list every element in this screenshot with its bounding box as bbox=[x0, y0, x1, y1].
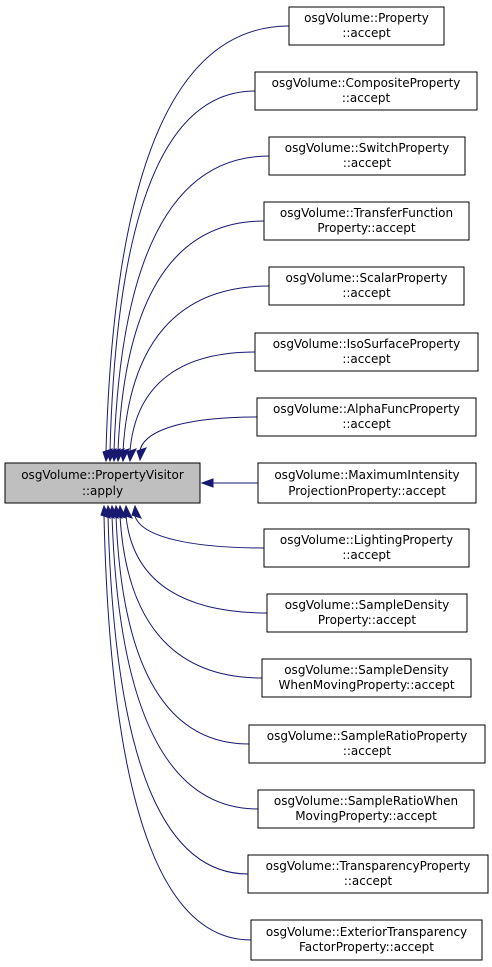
caller-node-box bbox=[261, 658, 472, 698]
focus-node-box bbox=[4, 462, 201, 504]
caller-node-line2: Property::accept bbox=[317, 221, 416, 235]
call-edge bbox=[134, 515, 265, 549]
call-edge bbox=[117, 220, 265, 452]
caller-node[interactable]: osgVolume::MaximumIntensity ProjectionPr… bbox=[257, 462, 477, 504]
caller-node[interactable]: osgVolume::AlphaFuncProperty ::accept bbox=[256, 397, 477, 437]
caller-node-line2: Property::accept bbox=[318, 613, 417, 627]
focus-node-line2: ::apply bbox=[82, 484, 123, 498]
focus-node[interactable]: osgVolume::PropertyVisitor ::apply bbox=[4, 462, 201, 504]
caller-node-line2: ::accept bbox=[342, 91, 391, 105]
caller-node[interactable]: osgVolume::CompositeProperty ::accept bbox=[254, 71, 478, 111]
call-edge bbox=[139, 416, 258, 451]
caller-node-line2: FactorProperty::accept bbox=[299, 940, 434, 954]
caller-node-line1: osgVolume::SampleDensity bbox=[285, 598, 450, 612]
caller-node[interactable]: osgVolume::TransferFunction Property::ac… bbox=[263, 201, 470, 241]
caller-node-line1: osgVolume::ScalarProperty bbox=[286, 271, 448, 285]
call-edge bbox=[122, 285, 270, 452]
call-edge bbox=[105, 25, 290, 452]
caller-node-line2: ::accept bbox=[342, 286, 391, 300]
arrowhead bbox=[122, 504, 133, 519]
caller-node-line2: ::accept bbox=[344, 874, 393, 888]
caller-node-box bbox=[263, 201, 470, 241]
caller-node-box bbox=[254, 332, 479, 372]
caller-node-line1: osgVolume::TransferFunction bbox=[280, 206, 453, 220]
caller-node-line1: osgVolume::SampleDensity bbox=[284, 663, 449, 677]
call-edge bbox=[111, 515, 259, 810]
caller-node-line1: osgVolume::IsoSurfaceProperty bbox=[273, 337, 461, 351]
caller-node-box bbox=[288, 6, 445, 46]
caller-node-line1: osgVolume::CompositeProperty bbox=[272, 76, 461, 90]
caller-node-line2: MovingProperty::accept bbox=[295, 809, 437, 823]
caller-node-line1: osgVolume::SampleRatioProperty bbox=[267, 729, 468, 743]
call-edge bbox=[119, 515, 263, 679]
caller-node-box bbox=[247, 854, 489, 894]
caller-node[interactable]: osgVolume::SampleDensity Property::accep… bbox=[266, 593, 468, 633]
caller-node-line2: ::accept bbox=[343, 156, 392, 170]
caller-node-box bbox=[248, 724, 486, 764]
caller-node-line1: osgVolume::TransparencyProperty bbox=[266, 859, 471, 873]
caller-node-box bbox=[268, 266, 465, 306]
focus-node-line1: osgVolume::PropertyVisitor bbox=[21, 468, 184, 482]
caller-node[interactable]: osgVolume::TransparencyProperty ::accept bbox=[247, 854, 489, 894]
caller-node-line2: ::accept bbox=[343, 744, 392, 758]
caller-node-box bbox=[257, 789, 475, 829]
caller-node-line2: ::accept bbox=[342, 26, 391, 40]
caller-node-line2: ::accept bbox=[342, 417, 391, 431]
call-edge bbox=[109, 90, 256, 452]
arrowhead bbox=[100, 504, 111, 519]
arrowhead bbox=[136, 447, 147, 462]
caller-node-box bbox=[256, 397, 477, 437]
call-edge bbox=[103, 515, 252, 941]
caller-node-line1: osgVolume::Property bbox=[304, 11, 429, 25]
caller-node-line2: ::accept bbox=[342, 352, 391, 366]
arrowhead bbox=[126, 448, 137, 463]
caller-node[interactable]: osgVolume::ExteriorTransparency FactorPr… bbox=[250, 919, 483, 961]
caller-node[interactable]: osgVolume::ScalarProperty ::accept bbox=[268, 266, 465, 306]
caller-node-box bbox=[266, 593, 468, 633]
caller-node[interactable]: osgVolume::SampleRatioProperty ::accept bbox=[248, 724, 486, 764]
call-edge bbox=[115, 515, 250, 745]
edges-layer bbox=[100, 25, 290, 941]
caller-node[interactable]: osgVolume::LightingProperty ::accept bbox=[263, 528, 470, 568]
call-edge bbox=[107, 515, 249, 875]
call-edge bbox=[113, 155, 270, 452]
caller-node-line1: osgVolume::ExteriorTransparency bbox=[266, 925, 467, 939]
caller-node-line2: ProjectionProperty::accept bbox=[288, 484, 446, 498]
caller-node[interactable]: osgVolume::SwitchProperty ::accept bbox=[268, 136, 466, 176]
caller-node-box bbox=[268, 136, 466, 176]
arrowhead bbox=[200, 478, 214, 488]
call-edge bbox=[129, 351, 256, 452]
caller-node-box bbox=[250, 919, 483, 961]
caller-node-line1: osgVolume::LightingProperty bbox=[280, 533, 453, 547]
arrowhead bbox=[131, 504, 142, 519]
caller-node-box bbox=[254, 71, 478, 111]
caller-node-line2: ::accept bbox=[342, 548, 391, 562]
caller-node[interactable]: osgVolume::SampleRatioWhen MovingPropert… bbox=[257, 789, 475, 829]
caller-node-line1: osgVolume::SwitchProperty bbox=[285, 141, 449, 155]
caller-node-box bbox=[263, 528, 470, 568]
call-edge bbox=[125, 515, 268, 614]
caller-node[interactable]: osgVolume::SampleDensity WhenMovingPrope… bbox=[261, 658, 472, 698]
caller-node-line1: osgVolume::AlphaFuncProperty bbox=[273, 402, 460, 416]
caller-node-line1: osgVolume::MaximumIntensity bbox=[274, 468, 459, 482]
caller-node[interactable]: osgVolume::IsoSurfaceProperty ::accept bbox=[254, 332, 479, 372]
caller-node-line1: osgVolume::SampleRatioWhen bbox=[274, 794, 458, 808]
caller-node[interactable]: osgVolume::Property ::accept bbox=[288, 6, 445, 46]
caller-node-box bbox=[257, 462, 477, 504]
caller-node-line2: WhenMovingProperty::accept bbox=[278, 678, 454, 692]
